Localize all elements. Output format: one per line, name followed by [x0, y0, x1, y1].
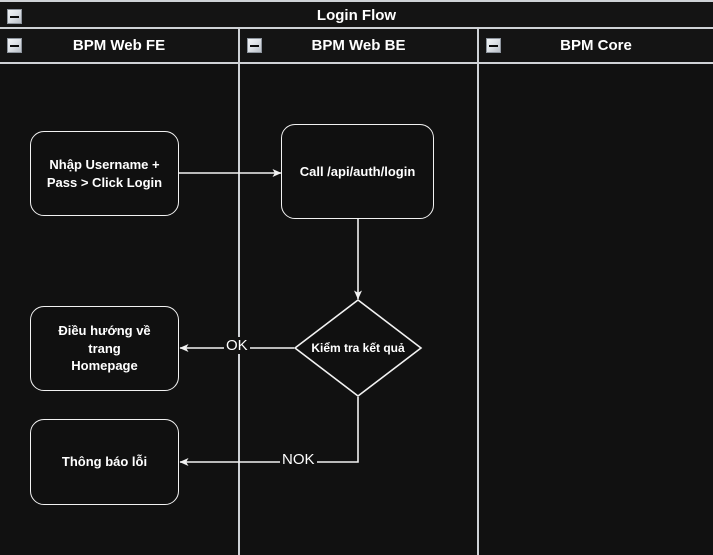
lane-collapse-icon-bpm-web-be[interactable]: [247, 38, 262, 53]
lane-header-bpm-web-be[interactable]: BPM Web BE: [240, 29, 477, 62]
flow-label-ok: OK: [224, 337, 250, 354]
task-call-api[interactable]: Call /api/auth/login: [281, 124, 434, 219]
pool-title-label: Login Flow: [316, 7, 397, 24]
lane-divider-1: [238, 29, 240, 555]
flow-label-nok: NOK: [280, 451, 317, 468]
task-show-error[interactable]: Thông báo lỗi: [30, 419, 179, 505]
task-redirect-homepage[interactable]: Điều hướng về trang Homepage: [30, 306, 179, 391]
lane-body-bpm-core: [479, 64, 713, 555]
gateway-check-result[interactable]: Kiểm tra kết quả: [293, 298, 423, 398]
lane-header-bpm-core[interactable]: BPM Core: [479, 29, 713, 62]
lane-divider-2: [477, 29, 479, 555]
lane-header-row: BPM Web FE BPM Web BE BPM Core: [0, 29, 713, 64]
gateway-diamond-shape: [293, 298, 423, 398]
lane-label-bpm-web-fe: BPM Web FE: [72, 37, 166, 54]
lane-collapse-icon-bpm-web-fe[interactable]: [7, 38, 22, 53]
pool-collapse-icon[interactable]: [7, 9, 22, 24]
lane-header-bpm-web-fe[interactable]: BPM Web FE: [0, 29, 238, 62]
task-input-credentials[interactable]: Nhập Username + Pass > Click Login: [30, 131, 179, 216]
pool-title-bar: Login Flow: [0, 0, 713, 29]
lane-collapse-icon-bpm-core[interactable]: [486, 38, 501, 53]
lane-label-bpm-core: BPM Core: [560, 37, 632, 54]
lane-label-bpm-web-be: BPM Web BE: [311, 37, 406, 54]
